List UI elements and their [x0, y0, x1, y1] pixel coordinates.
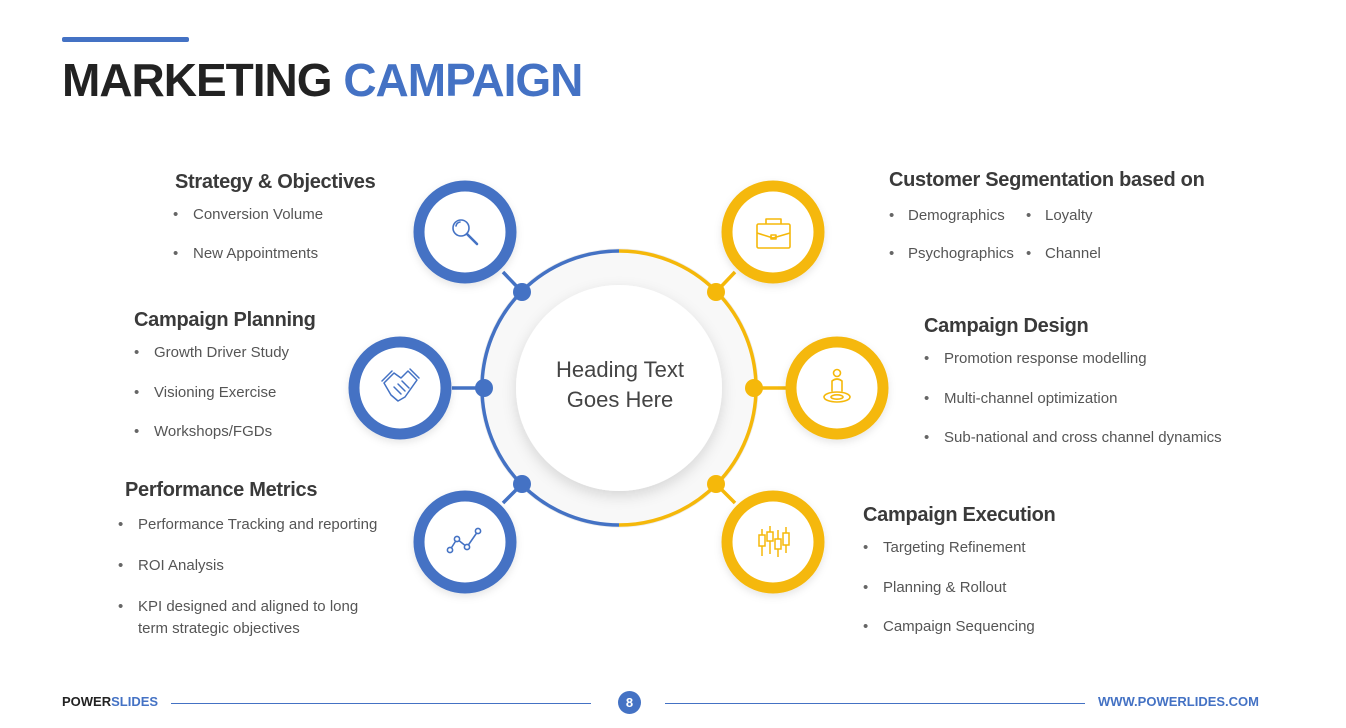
title-part-2: CAMPAIGN: [343, 54, 583, 106]
node-planning: [348, 336, 452, 440]
footer-brand-part-2: SLIDES: [111, 694, 159, 709]
bullet-list: Targeting Refinement Planning & Rollout …: [863, 539, 1055, 658]
bullet-item: Demographics: [889, 207, 1026, 224]
dot-metrics: [513, 475, 531, 493]
node-execution: [721, 490, 825, 594]
title-accent-bar: [62, 37, 189, 42]
page-number: 8: [618, 691, 641, 714]
block-heading: Customer Segmentation based on: [889, 169, 1205, 191]
page-title: MARKETING CAMPAIGN: [62, 52, 583, 108]
block-customer-segmentation: Customer Segmentation based on Demograph…: [889, 169, 1205, 262]
bullet-item: Sub-national and cross channel dynamics: [924, 429, 1222, 469]
handshake-icon: [381, 368, 420, 402]
dot-execution: [707, 475, 725, 493]
title-part-1: MARKETING: [62, 54, 333, 106]
bullet-item: Conversion Volume: [173, 206, 375, 245]
block-heading: Campaign Planning: [134, 309, 316, 331]
bullet-item: Psychographics: [889, 245, 1026, 262]
location-pin-icon: [823, 368, 851, 403]
line-chart-icon: [446, 527, 482, 554]
bullet-item: Workshops/FGDs: [134, 423, 316, 463]
block-heading: Campaign Design: [924, 315, 1089, 337]
node-segmentation: [721, 180, 825, 284]
footer-divider-left: [171, 703, 591, 704]
bullet-list: Promotion response modelling Multi-chann…: [924, 350, 1222, 469]
dot-design: [745, 379, 763, 397]
node-metrics: [413, 490, 517, 594]
center-heading: Heading Text Goes Here: [520, 355, 720, 415]
block-heading: Strategy & Objectives: [175, 171, 376, 193]
footer-brand: POWERSLIDES: [62, 694, 158, 709]
node-design: [785, 336, 889, 440]
bullet-item: Loyalty: [1026, 207, 1205, 224]
node-strategy: [413, 180, 517, 284]
block-campaign-design: Campaign Design Promotion response model…: [924, 315, 1222, 469]
block-campaign-execution: Campaign Execution Targeting Refinement …: [863, 504, 1056, 658]
bullet-item: Promotion response modelling: [924, 350, 1222, 390]
block-campaign-planning: Campaign Planning Growth Driver Study Vi…: [134, 309, 316, 463]
block-heading: Performance Metrics: [125, 479, 318, 501]
briefcase-icon: [756, 218, 791, 249]
bullet-item: ROI Analysis: [118, 555, 378, 577]
bullet-item: Visioning Exercise: [134, 384, 316, 424]
bullet-list: Growth Driver Study Visioning Exercise W…: [134, 344, 316, 463]
dot-planning: [475, 379, 493, 397]
center-heading-line-2: Goes Here: [566, 387, 674, 412]
bullet-item: Growth Driver Study: [134, 344, 316, 384]
footer-url[interactable]: WWW.POWERLIDES.COM: [1097, 694, 1259, 709]
bullet-item: Campaign Sequencing: [863, 618, 1055, 658]
bullet-item: Multi-channel optimization: [924, 390, 1222, 430]
bullet-list: Performance Tracking and reporting ROI A…: [118, 514, 378, 640]
bullet-item: Targeting Refinement: [863, 539, 1055, 579]
bullet-item: Channel: [1026, 245, 1205, 262]
footer-divider-right: [665, 703, 1085, 704]
candlestick-icon: [758, 526, 790, 557]
bullet-item: New Appointments: [173, 245, 375, 284]
magnifier-icon: [452, 219, 479, 246]
footer-brand-part-1: POWER: [62, 694, 112, 709]
bullet-item: KPI designed and aligned to long term st…: [118, 596, 378, 640]
dot-strategy: [513, 283, 531, 301]
center-circle: [516, 285, 722, 491]
dot-segmentation: [707, 283, 725, 301]
center-heading-line-1: Heading Text: [555, 357, 684, 382]
bullet-item: Performance Tracking and reporting: [118, 514, 378, 536]
block-performance-metrics: Performance Metrics Performance Tracking…: [118, 479, 378, 659]
bullet-grid: Demographics Loyalty Psychographics Chan…: [889, 207, 1205, 262]
block-heading: Campaign Execution: [863, 504, 1056, 526]
bullet-list: Conversion Volume New Appointments: [173, 206, 375, 284]
block-strategy-objectives: Strategy & Objectives Conversion Volume …: [173, 171, 376, 284]
bullet-item: Planning & Rollout: [863, 579, 1055, 619]
